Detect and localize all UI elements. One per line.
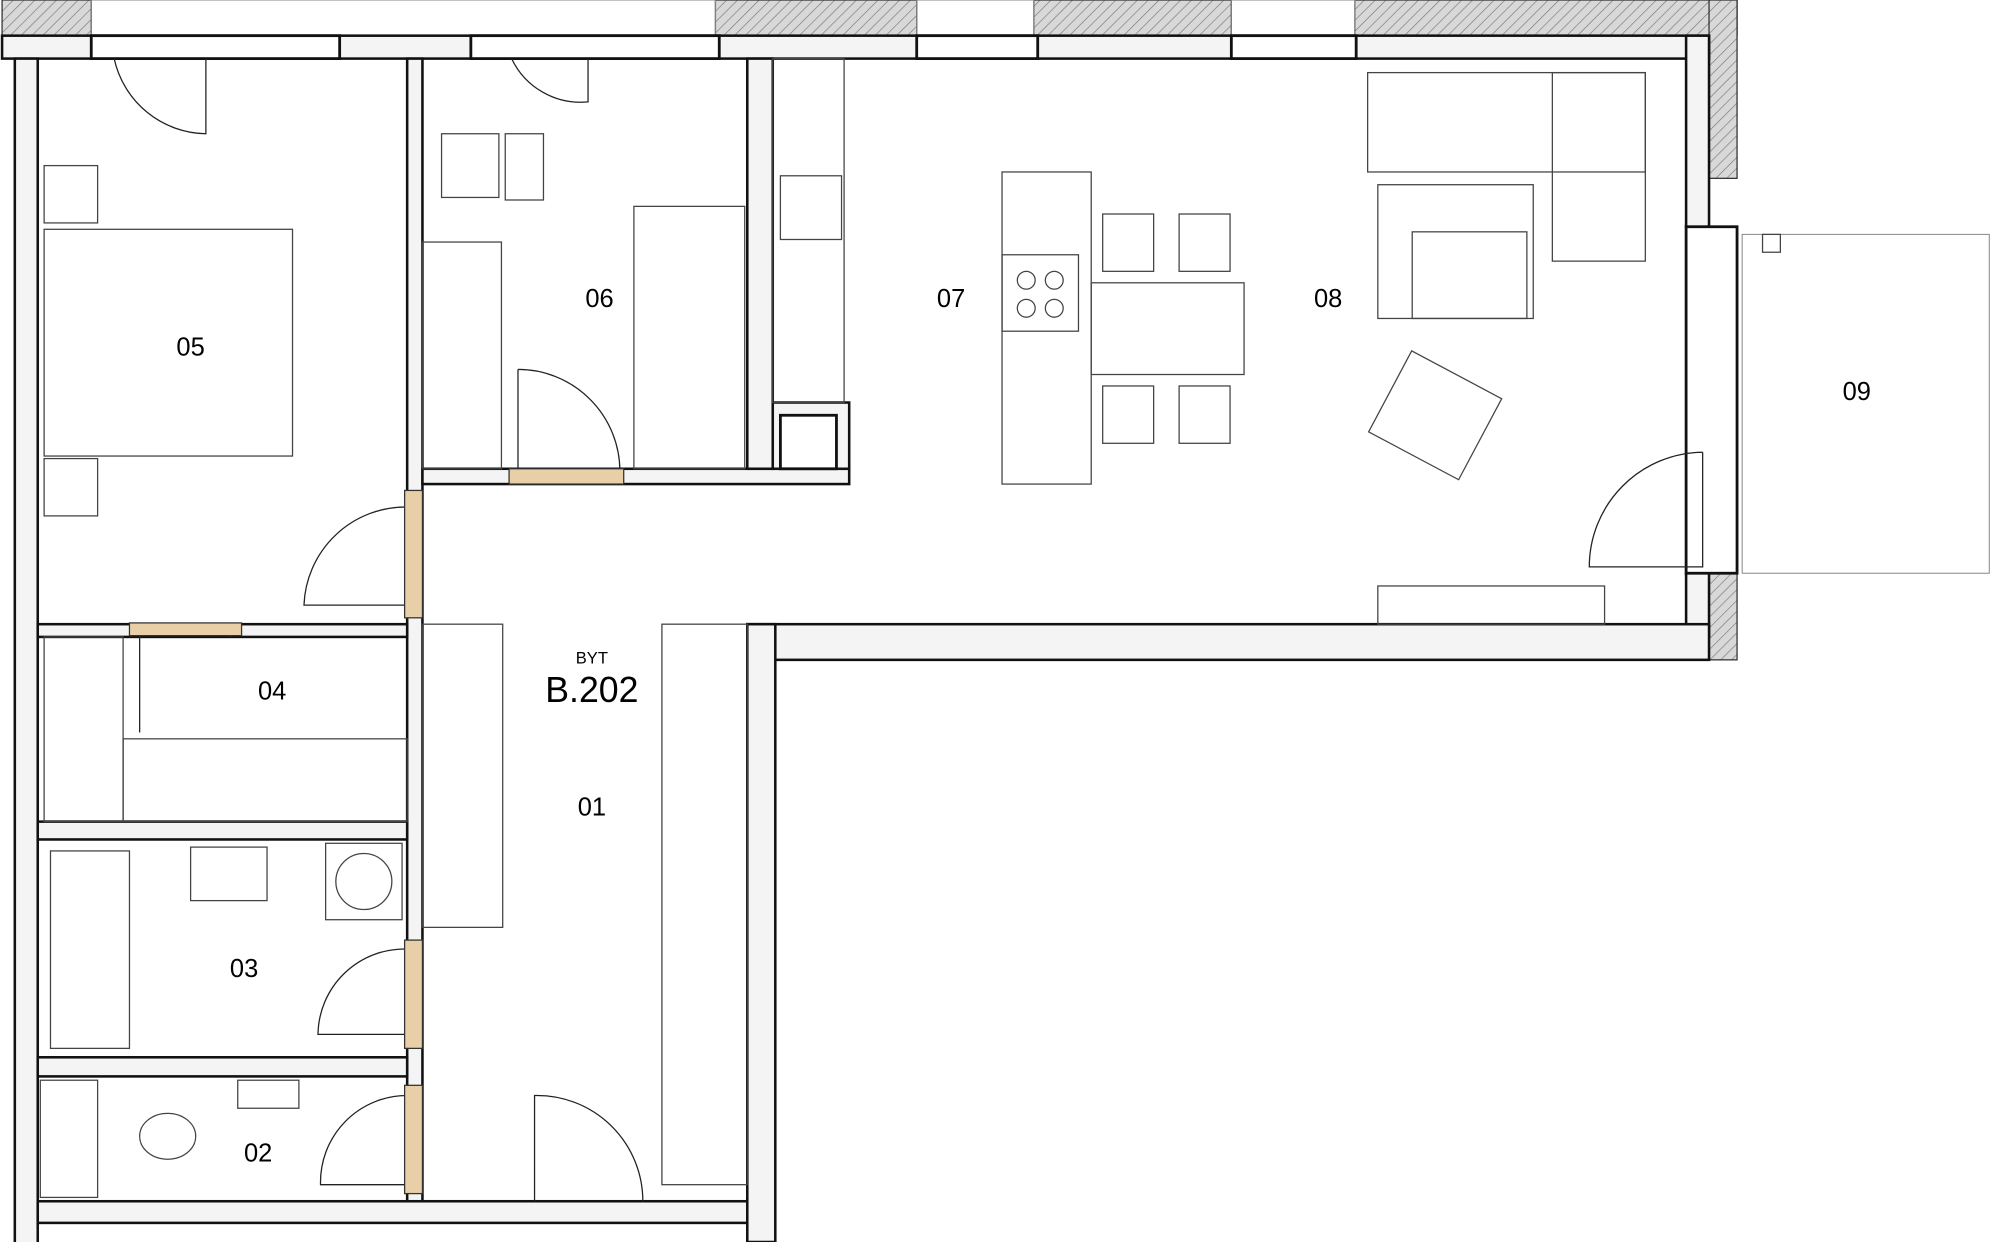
exterior-insulation (1, 0, 1738, 661)
furniture (39, 57, 1990, 1199)
room-label-01: 01 (578, 793, 606, 821)
room-label-08: 08 (1314, 285, 1342, 313)
room-label-07: 07 (937, 285, 965, 313)
room-labels: 05 06 07 08 09 04 01 03 02 BYT B.202 (176, 285, 1871, 1168)
room-label-03: 03 (230, 955, 258, 983)
room-label-09: 09 (1843, 378, 1871, 406)
room-label-02: 02 (244, 1140, 272, 1168)
room-label-06: 06 (585, 285, 613, 313)
windows (89, 34, 1739, 575)
apartment-code: B.202 (545, 670, 638, 710)
apartment-prefix: BYT (576, 649, 608, 668)
room-label-04: 04 (258, 677, 286, 705)
walls (0, 34, 1711, 1242)
doors (113, 58, 1704, 1202)
room-label-05: 05 (176, 333, 204, 361)
